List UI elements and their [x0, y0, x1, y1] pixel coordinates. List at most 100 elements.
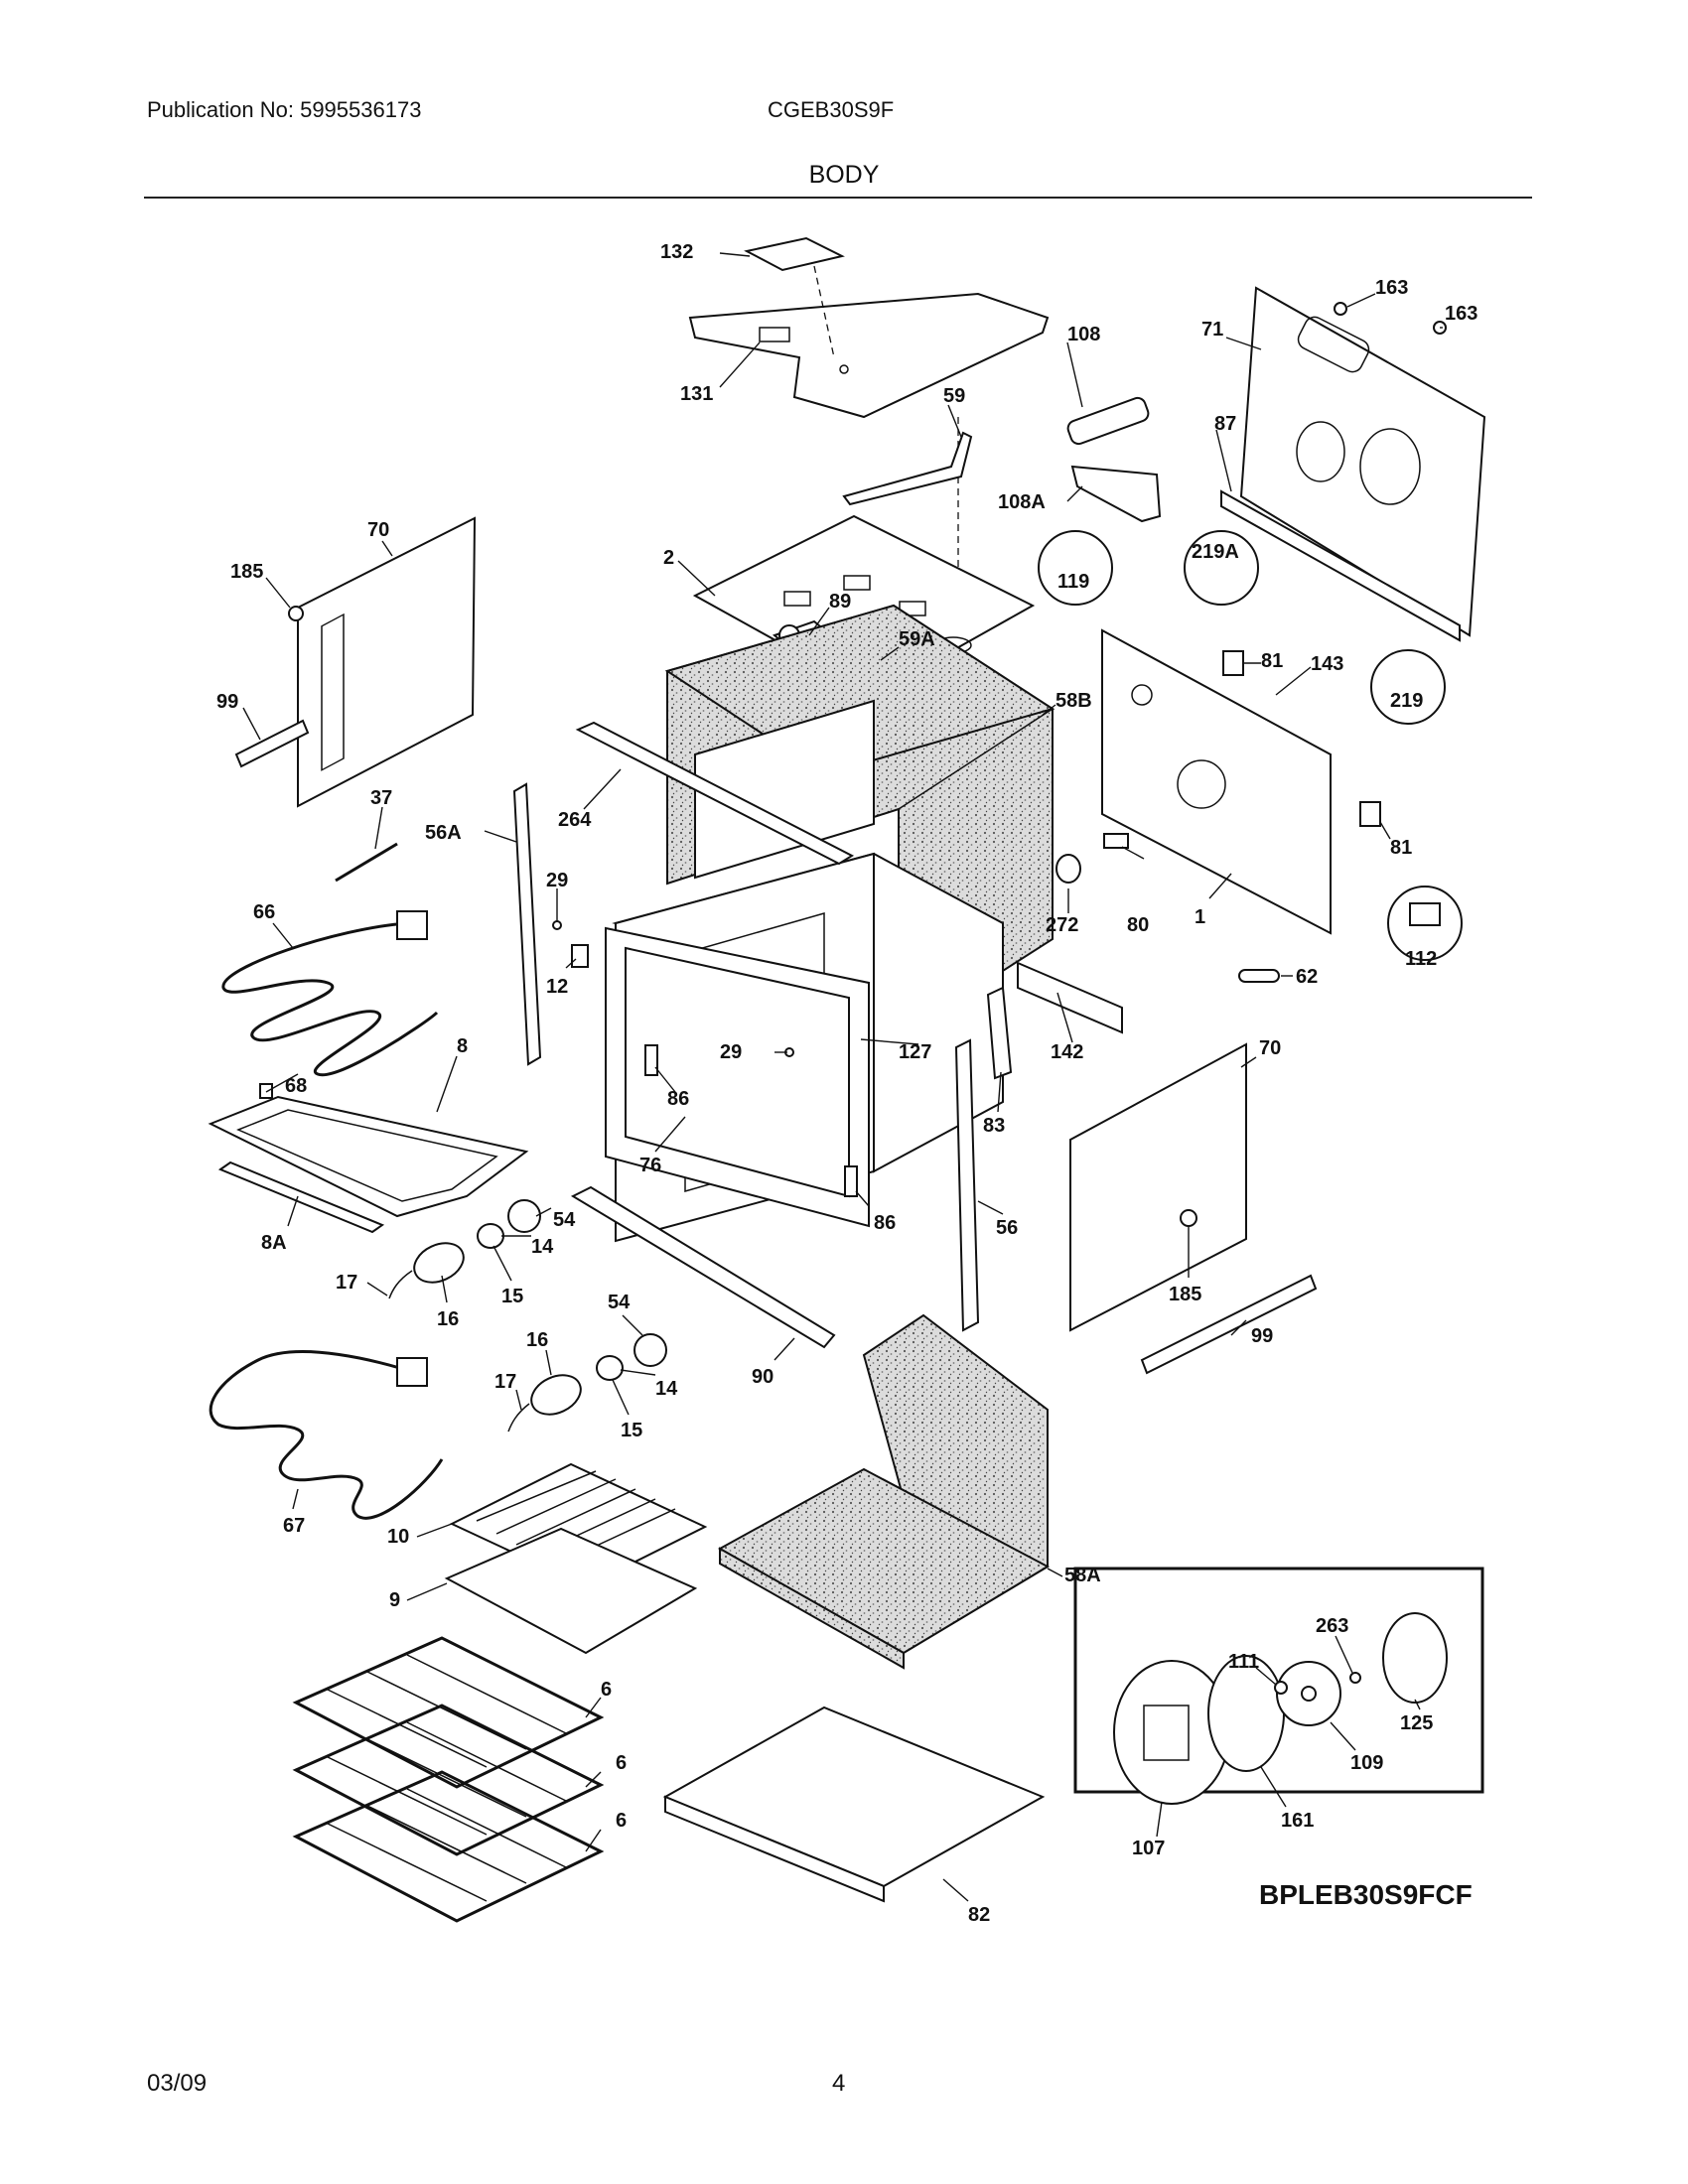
callout-8: 8: [457, 1035, 468, 1057]
bracket-87: [1220, 489, 1461, 642]
bracket-81-lower: [1359, 801, 1381, 827]
oven-rack-middle: [292, 1704, 605, 1856]
callout-14-lower: 14: [655, 1378, 678, 1400]
callout-99-right: 99: [1251, 1325, 1273, 1347]
lamp-assembly-upper: [388, 1199, 541, 1299]
part-272: [1055, 854, 1081, 884]
callout-6-middle: 6: [616, 1752, 627, 1774]
callout-29-lower: 29: [720, 1041, 742, 1063]
callout-127: 127: [899, 1041, 931, 1063]
side-panel-70-left: [297, 516, 477, 808]
bake-element-67: [209, 1350, 444, 1520]
rail-99-right: [1140, 1274, 1318, 1375]
fan-ring-161: [1207, 1655, 1285, 1772]
callout-58a: 58A: [1064, 1565, 1101, 1586]
guide-line: [813, 265, 835, 358]
rail-264: [575, 721, 855, 866]
bracket-80: [1103, 833, 1129, 849]
callout-89: 89: [829, 591, 851, 613]
broil-element-66: [221, 910, 439, 1077]
callout-59a: 59A: [899, 628, 935, 650]
callout-131: 131: [680, 383, 713, 405]
callout-29-upper: 29: [546, 870, 568, 891]
callout-99-left: 99: [216, 691, 238, 713]
side-panel-70-right: [1069, 1042, 1247, 1332]
detail-circle-119: [1038, 530, 1113, 606]
callout-9: 9: [389, 1589, 400, 1611]
bracket-83: [986, 986, 1013, 1080]
callout-16-lower: 16: [526, 1329, 548, 1351]
bracket-132: [744, 236, 845, 272]
detail-circle-219: [1370, 649, 1446, 725]
rail-56a: [512, 782, 542, 1066]
callout-185-left: 185: [230, 561, 263, 583]
callout-15-lower: 15: [621, 1420, 642, 1441]
convection-fan-inset-frame: [1073, 1567, 1484, 1794]
callout-107: 107: [1132, 1838, 1165, 1859]
callout-142: 142: [1051, 1041, 1083, 1063]
publication-number: Publication No: 5995536173: [147, 97, 422, 122]
nut-111: [1274, 1681, 1288, 1695]
callout-16-upper: 16: [437, 1308, 459, 1330]
publication-date: 03/09: [147, 2070, 208, 2097]
fan-blade-109: [1276, 1661, 1341, 1726]
vent-duct-59: [842, 431, 973, 506]
callout-62: 62: [1296, 966, 1318, 988]
hinge-86-lower: [844, 1165, 858, 1197]
callout-112: 112: [1405, 948, 1437, 970]
callout-81-upper: 81: [1261, 650, 1283, 672]
callout-2: 2: [663, 547, 674, 569]
callout-111: 111: [1228, 1651, 1259, 1673]
broil-pan-insert-10: [449, 1462, 708, 1588]
part-12: [571, 944, 589, 968]
callout-59: 59: [943, 385, 965, 407]
callout-76: 76: [639, 1155, 661, 1176]
top-cover-131: [688, 292, 1050, 419]
callout-54-upper: 54: [553, 1209, 576, 1231]
bottom-insulation-58a: [717, 1313, 1051, 1670]
diagram-code: BPLEB30S9FCF: [1259, 1879, 1473, 1910]
terminal-block-62: [1238, 969, 1280, 983]
callout-10: 10: [387, 1526, 409, 1548]
callout-68: 68: [285, 1075, 307, 1097]
callout-163-a: 163: [1375, 277, 1408, 299]
detail-circle-219a: [1184, 530, 1259, 606]
drip-tray-8: [208, 1095, 529, 1218]
callout-108: 108: [1067, 324, 1100, 345]
callout-272: 272: [1046, 914, 1078, 936]
callout-81-lower: 81: [1390, 837, 1412, 859]
callout-219a: 219A: [1192, 541, 1239, 563]
callout-66: 66: [253, 901, 275, 923]
callout-67: 67: [283, 1515, 305, 1537]
screw-263: [1349, 1672, 1361, 1684]
callout-54-lower: 54: [608, 1292, 631, 1313]
callout-71: 71: [1201, 319, 1223, 341]
nut-163-a: [1334, 302, 1347, 316]
callout-15-upper: 15: [501, 1286, 523, 1307]
callout-132: 132: [660, 241, 693, 263]
bracket-81-upper: [1222, 650, 1244, 676]
callout-37: 37: [370, 787, 392, 809]
callout-17-lower: 17: [494, 1371, 516, 1393]
callout-17-upper: 17: [336, 1272, 357, 1294]
callout-6-lower: 6: [616, 1810, 627, 1832]
callout-14-upper: 14: [531, 1236, 554, 1258]
callout-264: 264: [558, 809, 592, 831]
oven-rack-lower: [292, 1770, 605, 1923]
fan-motor-125: [1382, 1612, 1448, 1704]
callout-70-left: 70: [367, 519, 389, 541]
callout-163-b: 163: [1445, 303, 1477, 325]
callout-86-upper: 86: [667, 1088, 689, 1110]
callout-8a: 8A: [261, 1232, 287, 1254]
switch-112: [1409, 902, 1441, 926]
callout-56a: 56A: [425, 822, 462, 844]
oven-rack-upper: [292, 1636, 605, 1789]
callout-83: 83: [983, 1115, 1005, 1137]
callout-109: 109: [1350, 1752, 1383, 1774]
callout-12: 12: [546, 976, 568, 998]
callout-143: 143: [1311, 653, 1343, 675]
callout-58b: 58B: [1055, 690, 1092, 712]
callout-125: 125: [1400, 1712, 1433, 1734]
trim-8a: [217, 1160, 385, 1234]
callout-70-right: 70: [1259, 1037, 1281, 1059]
